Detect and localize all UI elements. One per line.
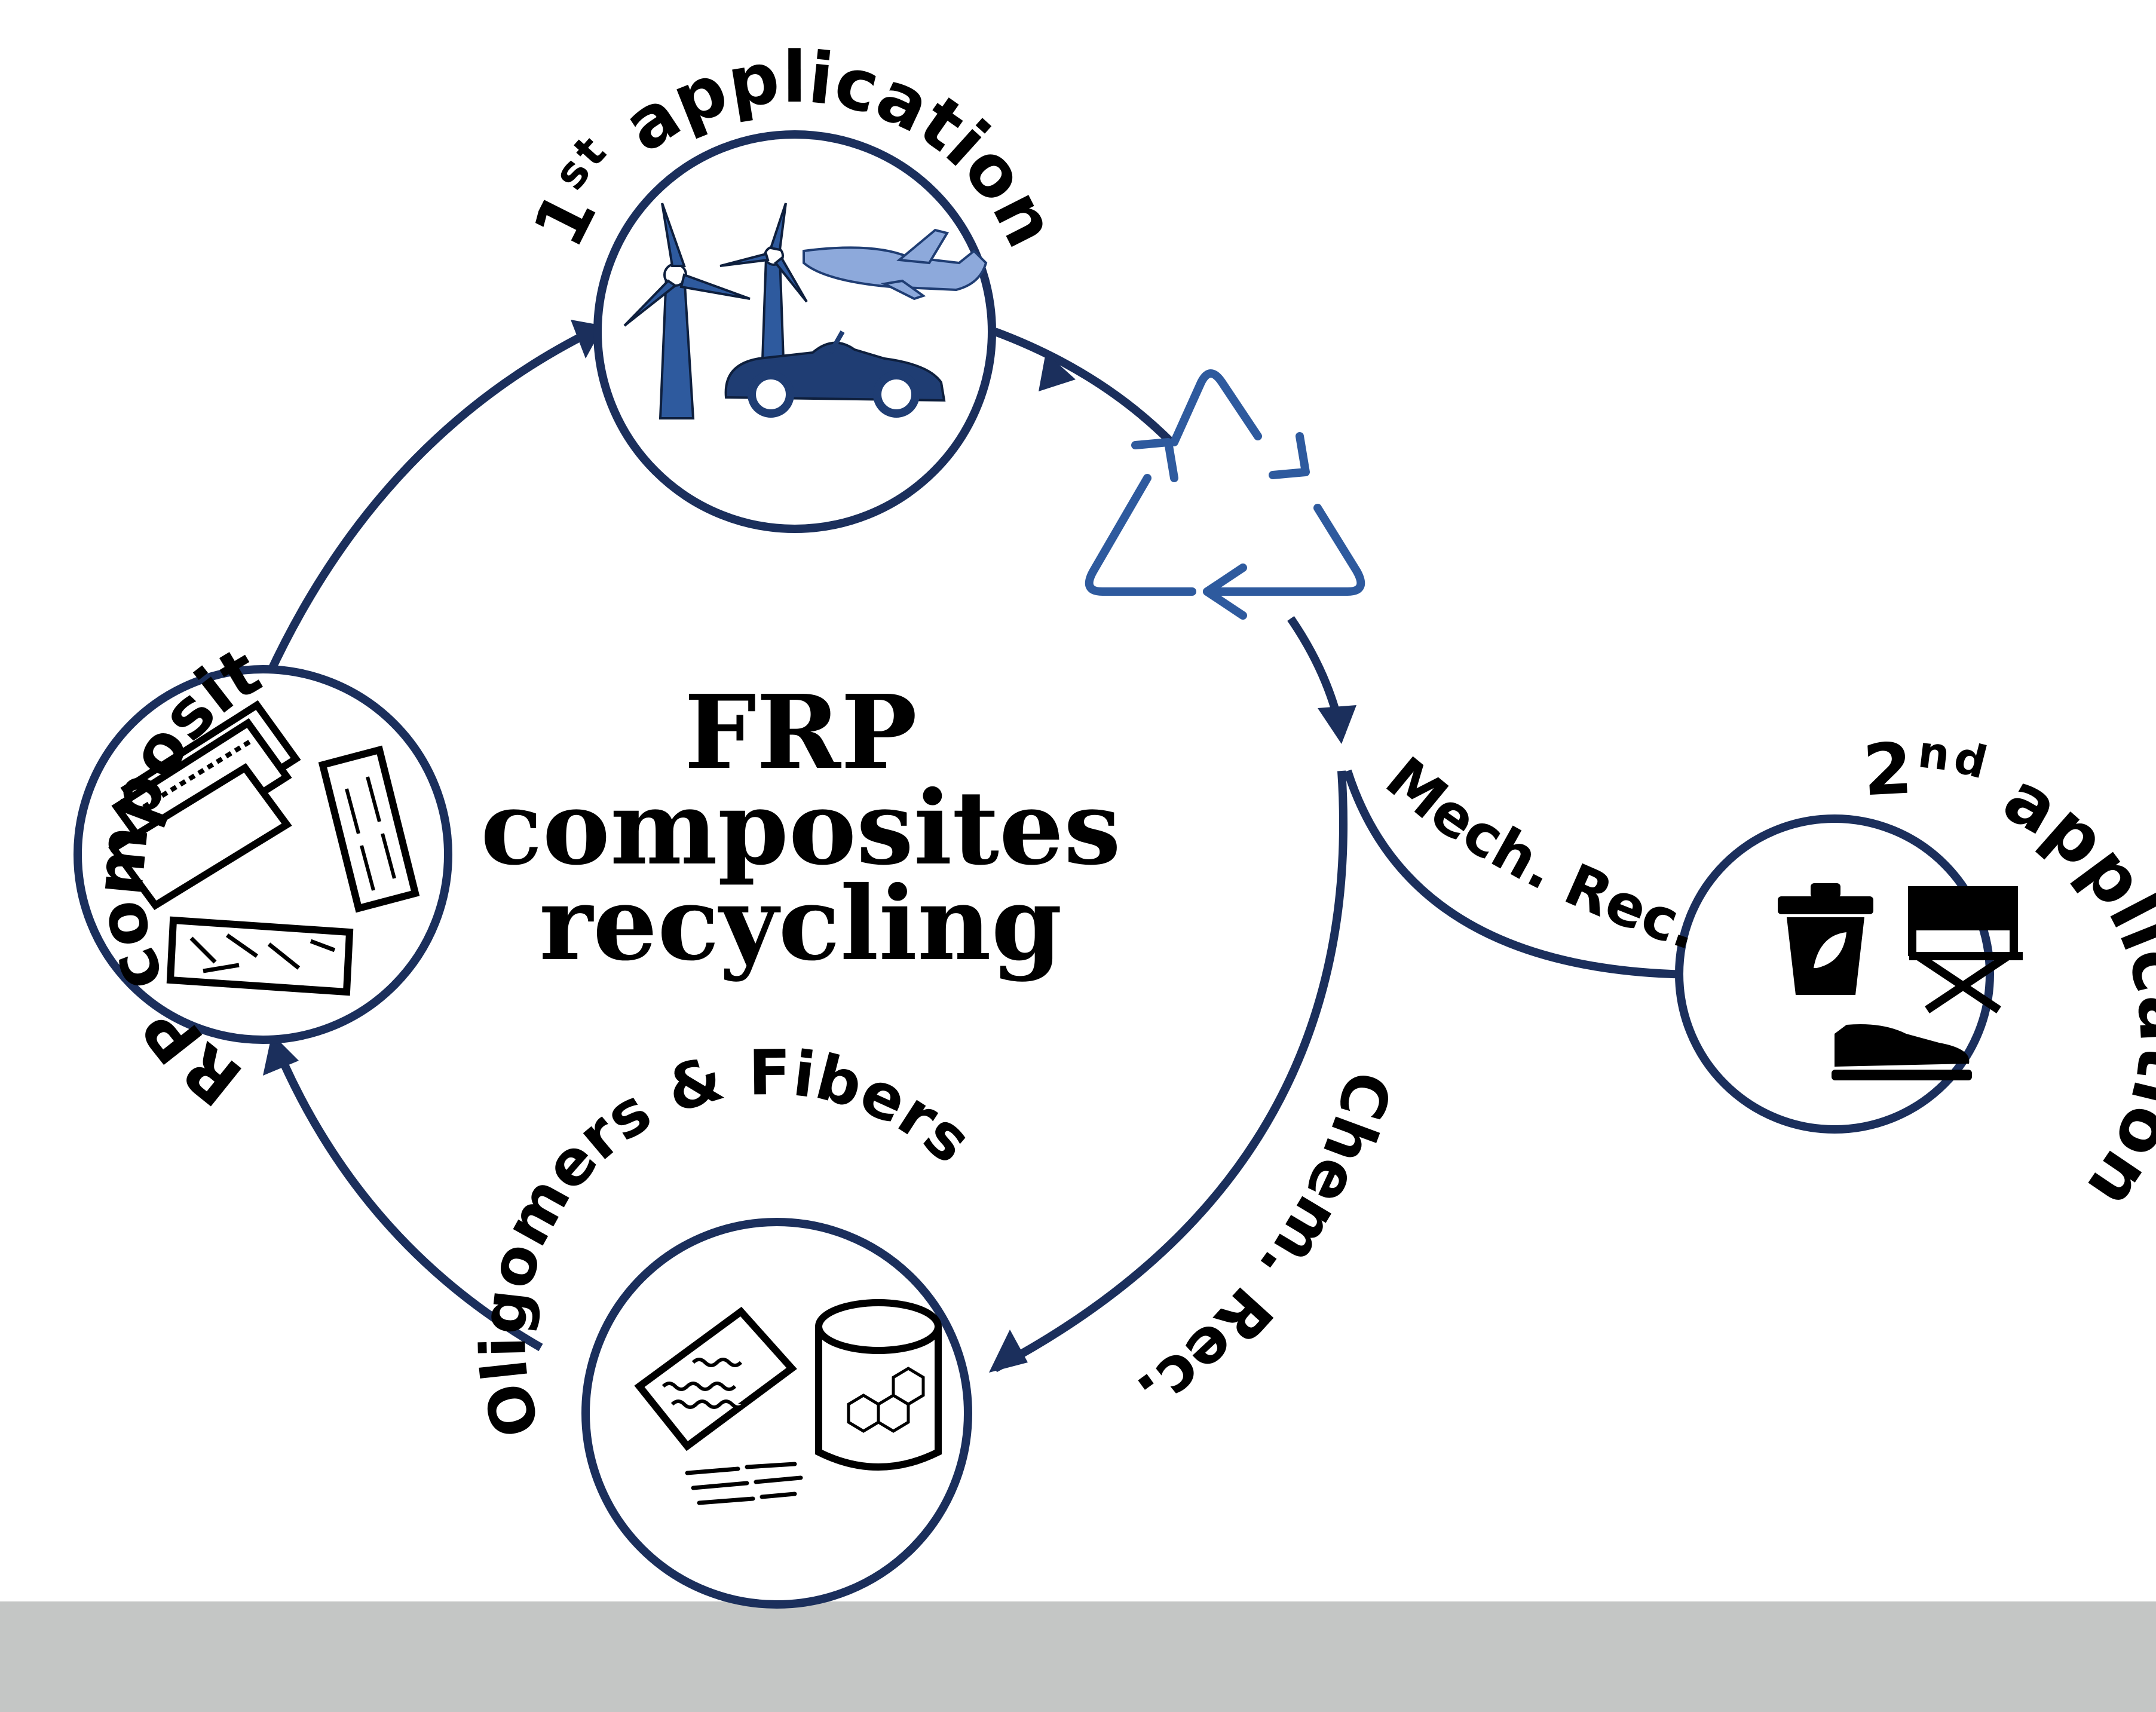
arrowhead-oligomers [989, 1330, 1028, 1373]
node-oligomers-fibers [581, 1218, 972, 1609]
trash-bin-icon [1778, 883, 1873, 995]
title-line-2: composites [480, 768, 1121, 888]
fiber-mat-icon [634, 1306, 797, 1451]
node-first-application [593, 130, 996, 533]
composite-panel-icon [166, 916, 354, 996]
wind-turbine-icon [623, 203, 751, 419]
diagram-title: FRP composites recycling [480, 673, 1121, 984]
short-fibers-icon [685, 1462, 803, 1505]
arrowhead-split [1318, 705, 1356, 744]
footer-band [0, 1601, 2156, 1712]
composite-plate-icon [318, 745, 420, 913]
node-second-application [1675, 814, 2023, 1134]
title-line-3: recycling [539, 864, 1062, 984]
chemical-container-icon [815, 1299, 942, 1471]
wind-turbine-icon [719, 203, 808, 378]
node-frp-composite [74, 665, 452, 1044]
shoe-icon [1832, 1024, 1972, 1080]
arrow-mech-rec [1343, 769, 1737, 979]
arrow-first-to-recycle [993, 327, 1174, 445]
car-icon [724, 330, 946, 418]
director-chair-icon [1908, 886, 2023, 1013]
airplane-icon [803, 228, 988, 301]
arrowhead-recycle [1039, 353, 1076, 391]
mech-rec-label: Mech. Rec. [1374, 744, 1707, 963]
title-line-1: FRP [684, 673, 917, 792]
arrow-chem-rec [993, 770, 1348, 1373]
first-application-circle [593, 130, 996, 533]
arrowhead-frp [263, 1034, 299, 1076]
recycle-icon [1085, 369, 1365, 620]
composite-sheet-icon [108, 700, 301, 910]
arrow-frp-to-first [265, 321, 605, 677]
arrow-oligomers-to-frp [271, 1041, 543, 1352]
